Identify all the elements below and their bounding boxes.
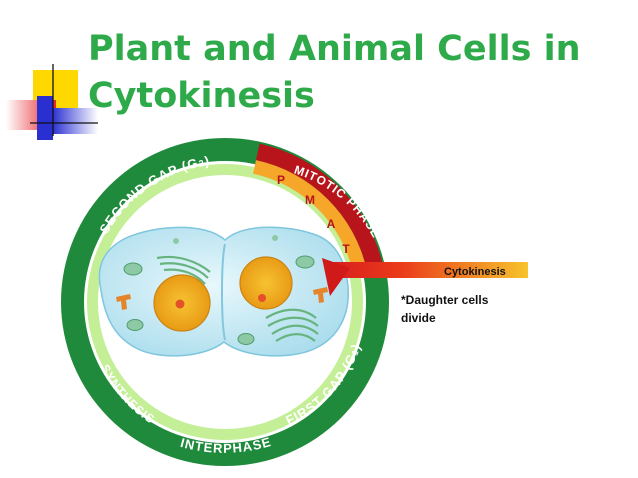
cytokinesis-label: Cytokinesis (444, 266, 506, 278)
centriole-right (313, 287, 328, 303)
golgi-right (265, 308, 319, 342)
stage-m-label: M (305, 193, 315, 207)
blue-square (37, 96, 53, 140)
stage-t-label: T (342, 242, 350, 256)
interphase-label: INTERPHASE (179, 434, 273, 456)
vesicle-left (173, 238, 179, 244)
slide-title: Plant and Animal Cells in Cytokinesis (88, 26, 581, 120)
daughter-cells-note-line-2: divide (401, 311, 436, 325)
mitochondrion-right-2 (237, 333, 255, 345)
title-line-2: Cytokinesis (88, 76, 315, 116)
nucleus-right (239, 256, 293, 310)
blue-bar (52, 108, 98, 134)
corner-decoration (6, 64, 98, 140)
cell-membrane (98, 226, 349, 357)
cytokinesis-arrow-bar (332, 262, 528, 278)
daughter-cells-note-line-1: *Daughter cells (401, 293, 489, 307)
nucleolus-left (175, 299, 185, 309)
golgi-left (156, 255, 211, 285)
centriole-left (116, 294, 131, 310)
dividing-cells (98, 226, 349, 357)
cleavage-furrow (221, 243, 226, 341)
mitochondrion-left-1 (123, 262, 143, 276)
vesicle-right (272, 235, 278, 241)
mitochondrion-right-1 (295, 255, 315, 269)
stage-a-label: A (327, 217, 336, 231)
stage-p-label: P (277, 173, 285, 187)
cytokinesis-arrow-head (322, 258, 350, 296)
nucleolus-right (258, 294, 266, 302)
title-line-1: Plant and Animal Cells in (88, 29, 581, 69)
mitotic-phase-band (256, 143, 384, 271)
mitochondrion-left-2 (126, 319, 144, 331)
